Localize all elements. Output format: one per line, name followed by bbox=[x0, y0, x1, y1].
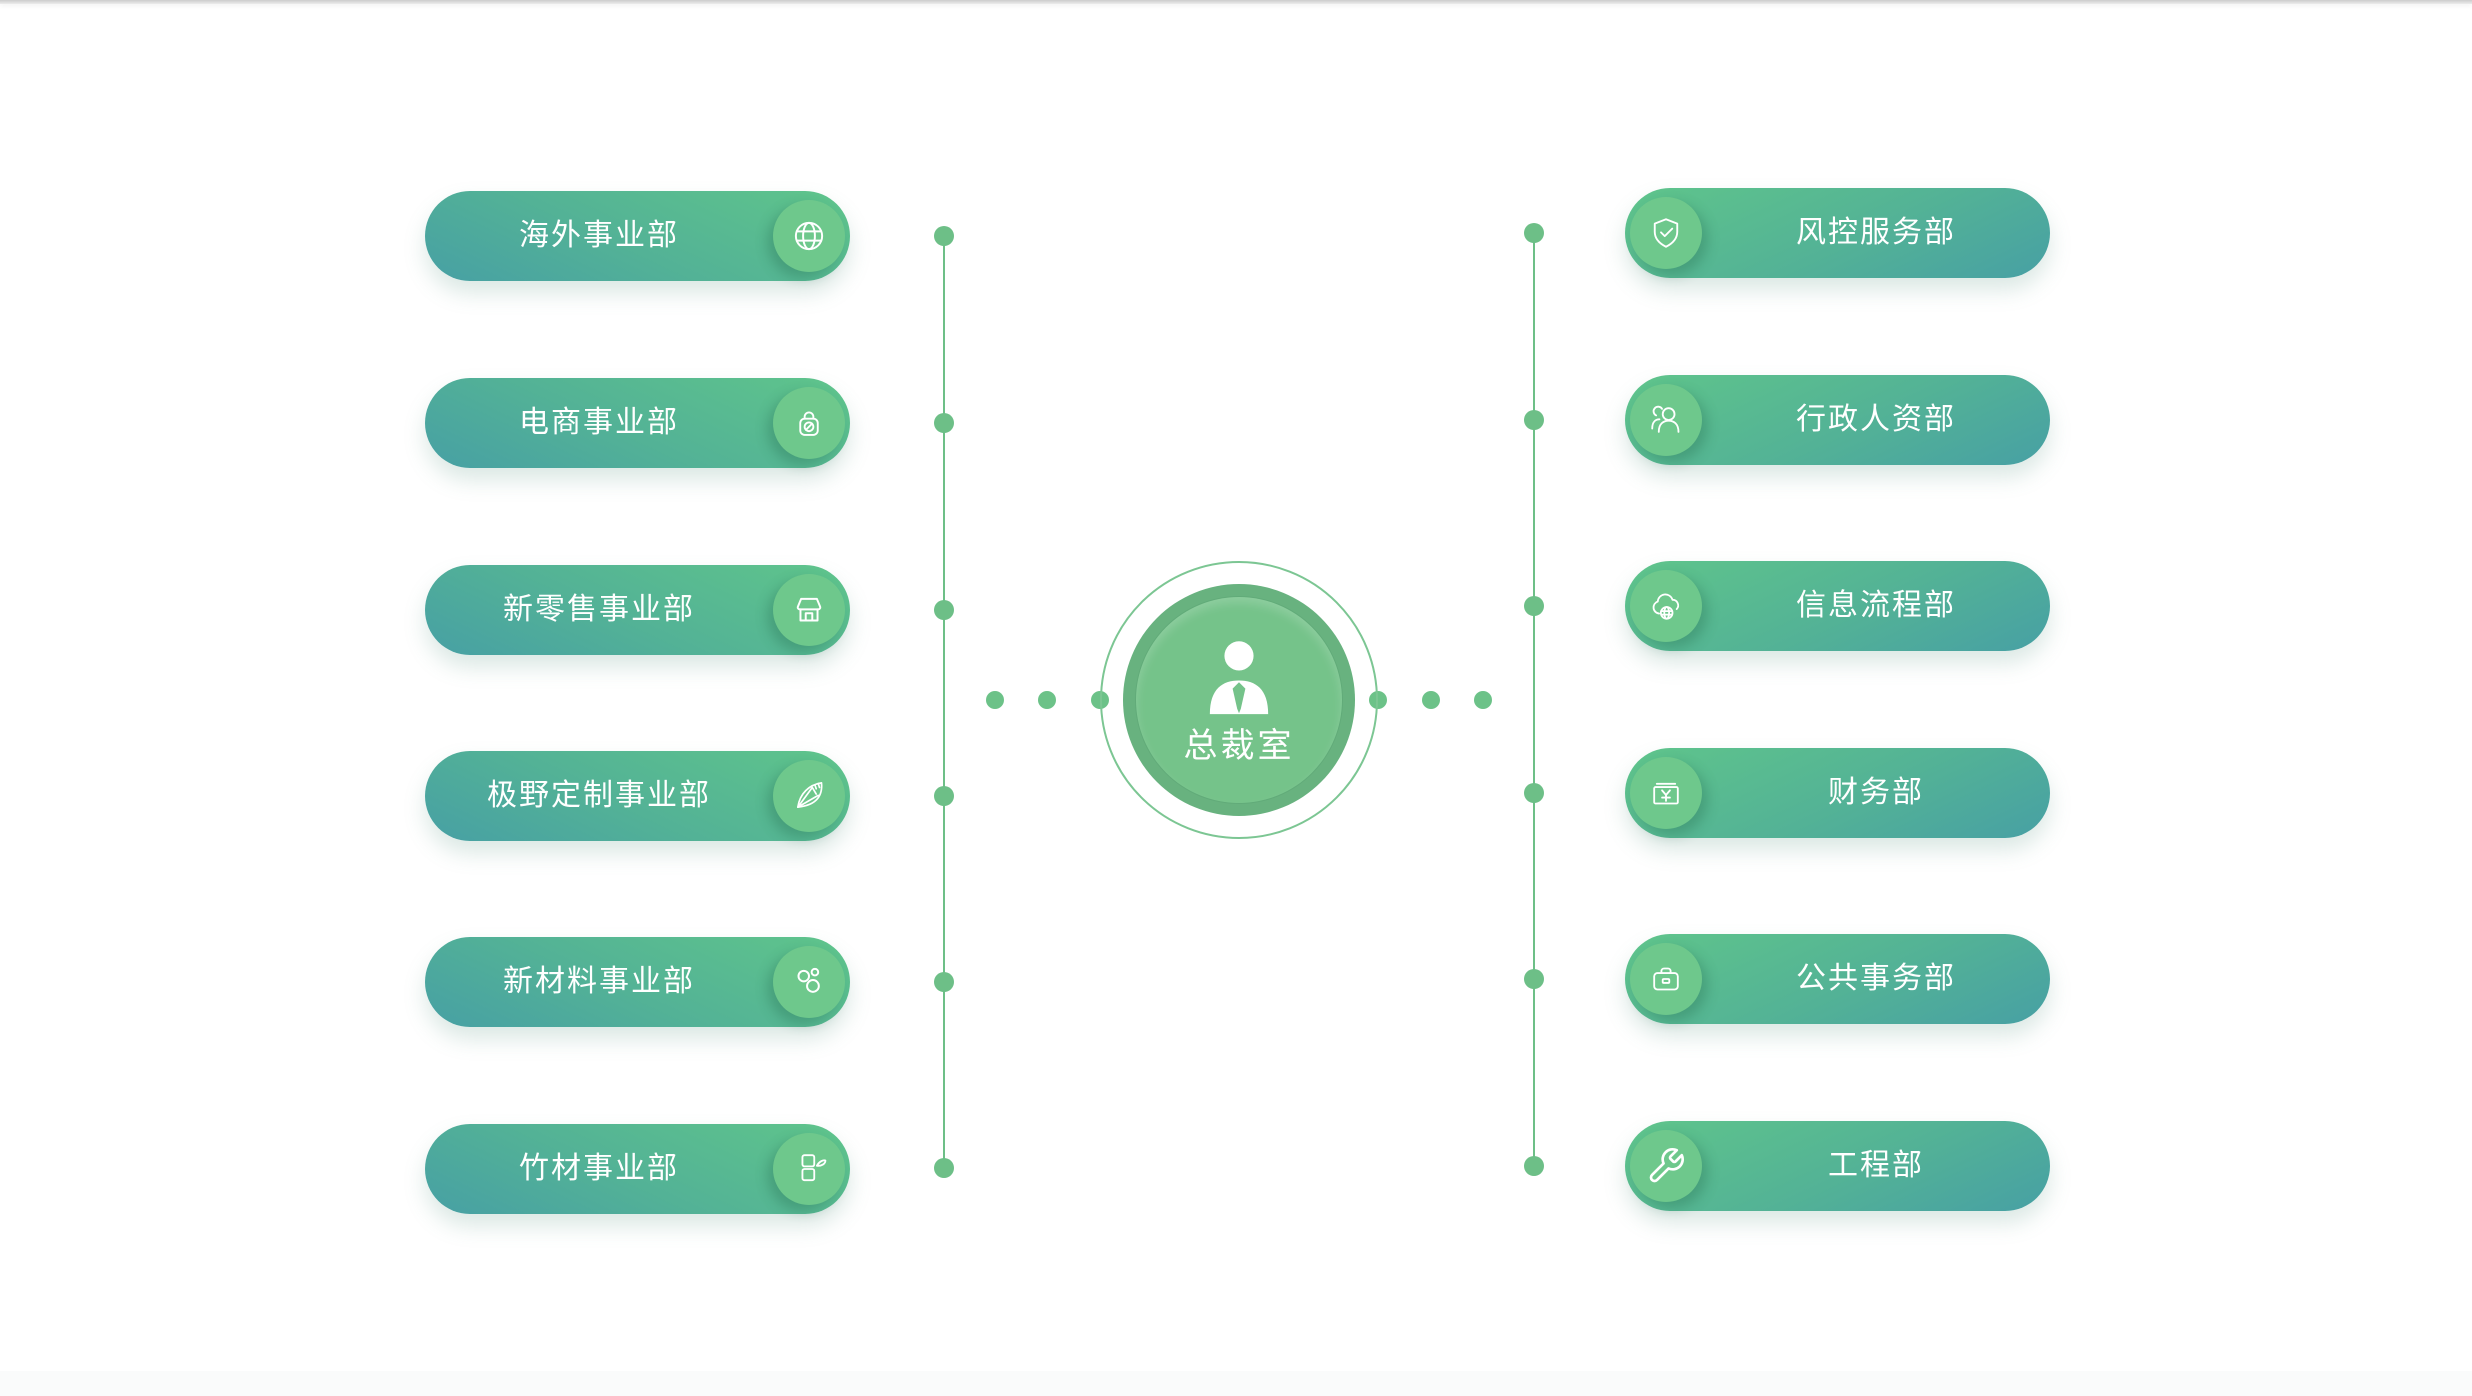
left-connector-line bbox=[943, 236, 945, 1168]
connector-dot bbox=[1524, 1156, 1544, 1176]
banknote-yen-icon bbox=[1630, 757, 1702, 829]
dept-label: 电商事业部 bbox=[519, 406, 679, 439]
cloud-globe-icon bbox=[1630, 570, 1702, 642]
globe-icon bbox=[773, 200, 845, 272]
ceo-office-node: 总裁室 bbox=[1123, 584, 1355, 816]
connector-dot bbox=[1422, 691, 1440, 709]
molecules-icon bbox=[773, 946, 845, 1018]
connector-dot bbox=[1524, 969, 1544, 989]
connector-dot bbox=[934, 600, 954, 620]
dept-node-jiye-custom: 极野定制事业部 bbox=[425, 751, 850, 841]
dept-label: 公共事务部 bbox=[1796, 962, 1956, 995]
dept-label: 新零售事业部 bbox=[503, 593, 695, 626]
briefcase-icon bbox=[1630, 943, 1702, 1015]
person-icon bbox=[1191, 634, 1287, 716]
dept-node-finance: 财务部 bbox=[1625, 748, 2050, 838]
dept-label: 风控服务部 bbox=[1796, 216, 1956, 249]
dept-label: 信息流程部 bbox=[1796, 589, 1956, 622]
store-icon bbox=[773, 574, 845, 646]
connector-dot bbox=[934, 786, 954, 806]
center-orbit-ring bbox=[1100, 561, 1378, 839]
dept-node-admin-hr: 行政人资部 bbox=[1625, 375, 2050, 465]
connector-dot bbox=[1524, 783, 1544, 803]
people-icon bbox=[1630, 384, 1702, 456]
dept-label: 行政人资部 bbox=[1796, 403, 1956, 436]
dept-node-bamboo-materials: 竹材事业部 bbox=[425, 1124, 850, 1214]
connector-dot bbox=[1474, 691, 1492, 709]
dept-label: 工程部 bbox=[1828, 1149, 1924, 1182]
wrench-icon bbox=[1630, 1130, 1702, 1202]
dept-node-risk-control: 风控服务部 bbox=[1625, 188, 2050, 278]
dept-label: 财务部 bbox=[1828, 776, 1924, 809]
bamboo-icon bbox=[773, 1133, 845, 1205]
connector-dot bbox=[934, 413, 954, 433]
dept-label: 竹材事业部 bbox=[519, 1152, 679, 1185]
shopping-bag-icon bbox=[773, 387, 845, 459]
dept-label: 极野定制事业部 bbox=[487, 779, 711, 812]
dept-node-public-affairs: 公共事务部 bbox=[1625, 934, 2050, 1024]
connector-dot bbox=[1524, 596, 1544, 616]
dept-node-ecommerce: 电商事业部 bbox=[425, 378, 850, 468]
center-node-label: 总裁室 bbox=[1183, 726, 1295, 765]
bottom-band bbox=[0, 1371, 2472, 1396]
dept-node-new-retail: 新零售事业部 bbox=[425, 565, 850, 655]
right-connector-line bbox=[1533, 233, 1535, 1166]
dept-label: 新材料事业部 bbox=[503, 965, 695, 998]
shield-check-icon bbox=[1630, 197, 1702, 269]
connector-dot bbox=[1524, 410, 1544, 430]
top-divider bbox=[0, 0, 2472, 4]
bamboo-shoot-icon bbox=[773, 760, 845, 832]
connector-dot bbox=[934, 226, 954, 246]
connector-dot bbox=[934, 972, 954, 992]
connector-dot bbox=[934, 1158, 954, 1178]
dept-node-new-materials: 新材料事业部 bbox=[425, 937, 850, 1027]
dept-node-information-process: 信息流程部 bbox=[1625, 561, 2050, 651]
connector-dot bbox=[1524, 223, 1544, 243]
connector-dot bbox=[1038, 691, 1056, 709]
dept-label: 海外事业部 bbox=[519, 219, 679, 252]
dept-node-engineering: 工程部 bbox=[1625, 1121, 2050, 1211]
ceo-office-inner-circle: 总裁室 bbox=[1136, 597, 1342, 803]
connector-dot bbox=[986, 691, 1004, 709]
dept-node-overseas: 海外事业部 bbox=[425, 191, 850, 281]
